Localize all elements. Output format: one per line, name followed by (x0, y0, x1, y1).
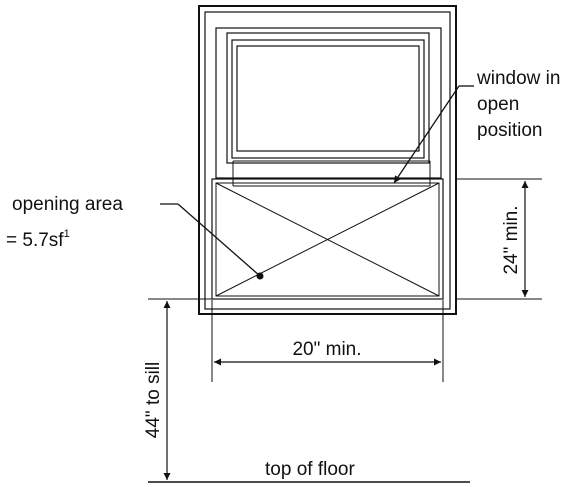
open-sash (215, 27, 442, 187)
opening-area-label-line2: = 5.7sf1 (6, 228, 70, 251)
window-callout-line3: position (477, 120, 543, 141)
opening-area-leader (160, 203, 264, 280)
opening-area-footnote: 1 (64, 228, 70, 240)
height-dimension (457, 178, 542, 300)
sill-dimension-label: 44" to sill (143, 362, 164, 438)
floor-label: top of floor (265, 459, 355, 480)
width-dimension-label: 20" min. (292, 339, 361, 360)
clear-opening (211, 178, 444, 300)
height-dimension-label: 24" min. (501, 205, 522, 274)
sill-dimension (148, 298, 212, 480)
window-frame (198, 5, 457, 315)
window-callout-line2: open (477, 94, 519, 115)
window-callout-line1: window in (476, 68, 560, 89)
leader-dot (256, 272, 264, 280)
window-callout-leader (393, 85, 474, 184)
width-dimension (211, 300, 444, 382)
opening-area-label-line1: opening area (12, 194, 123, 215)
opening-area-value: = 5.7sf (6, 230, 64, 251)
